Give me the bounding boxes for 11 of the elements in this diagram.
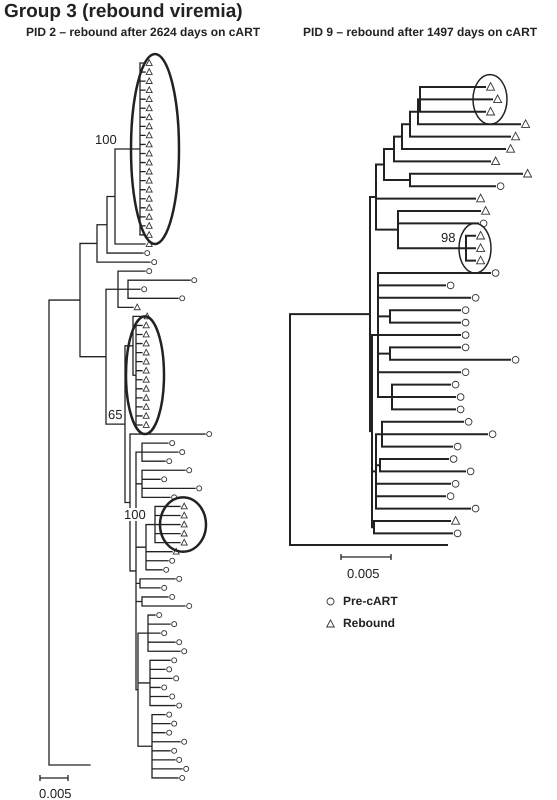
bootstrap-value: 98 <box>440 231 456 244</box>
bootstrap-value: 100 <box>94 133 118 146</box>
bootstrap-value: 100 <box>123 508 147 521</box>
scale-bar-label: 0.005 <box>346 567 381 580</box>
figure-title: Group 3 (rebound viremia) <box>4 1 243 23</box>
panel-title: PID 2 – rebound after 2624 days on cART <box>25 26 262 38</box>
bootstrap-value: 65 <box>107 408 124 421</box>
legend-label: Rebound <box>343 616 395 630</box>
panel-title: PID 9 – rebound after 1497 days on cART <box>302 26 538 38</box>
legend-label: Pre-cART <box>343 594 398 608</box>
scale-bar-label: 0.005 <box>38 787 73 800</box>
